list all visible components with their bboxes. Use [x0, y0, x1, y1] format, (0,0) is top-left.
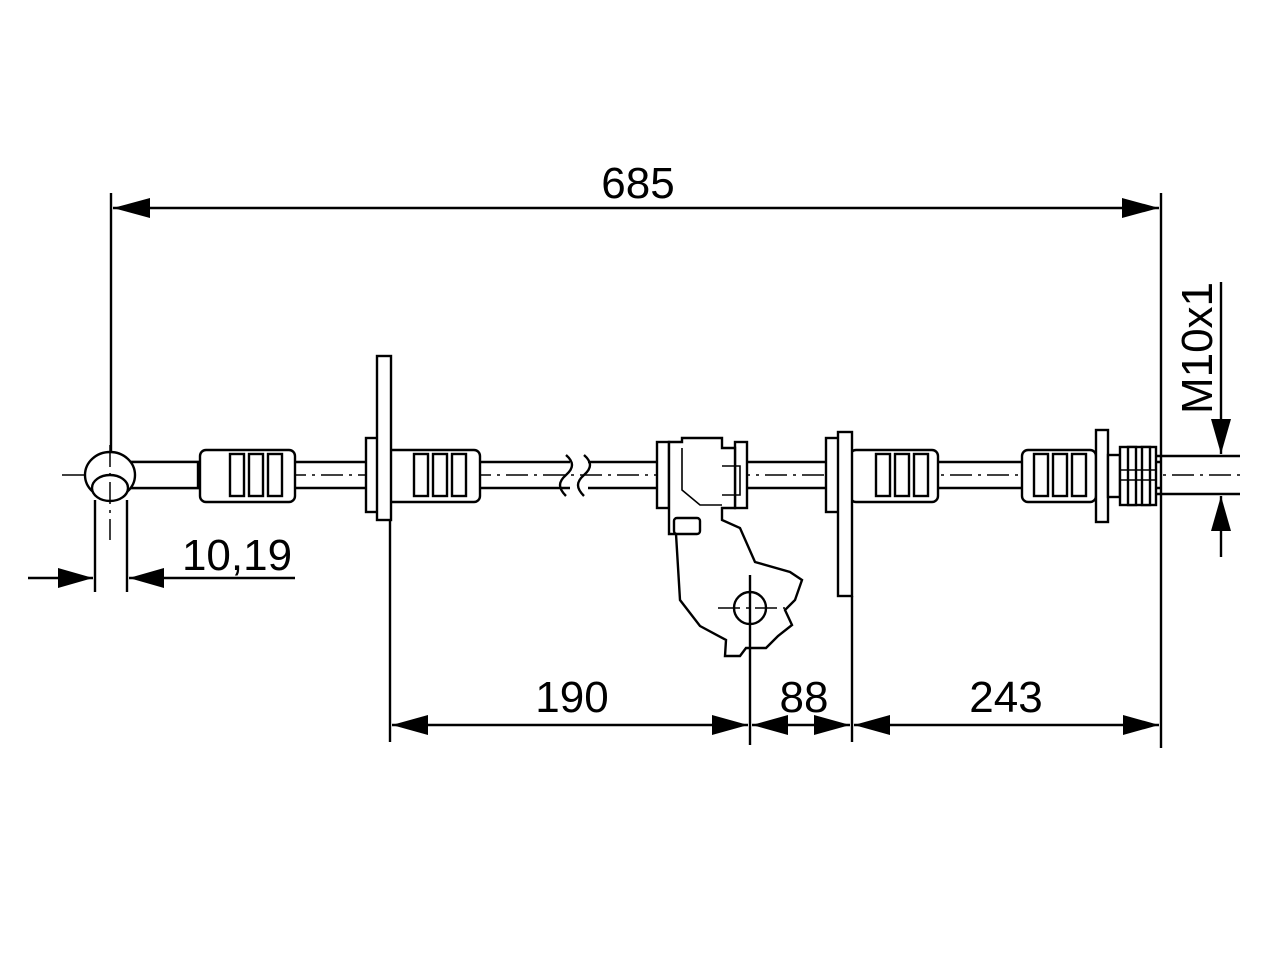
ferrule-right-1 — [848, 448, 940, 504]
segment-2-label: 88 — [780, 673, 829, 722]
ferrule-left-2 — [383, 448, 482, 504]
thread-label: M10x1 — [1173, 282, 1222, 414]
segment-3-label: 243 — [969, 673, 1042, 722]
hose-bracket — [655, 436, 804, 658]
mounting-plate-right — [824, 430, 854, 598]
overall-length-label: 685 — [601, 159, 674, 208]
thread-dimension: M10x1 — [1173, 282, 1231, 557]
banjo-eye-fitting — [83, 445, 200, 592]
overall-length-dimension: 685 — [109, 159, 1163, 748]
segment-dimensions: 190 88 243 — [388, 520, 1159, 742]
threaded-end-fitting — [1094, 428, 1240, 524]
mounting-plate-left — [364, 354, 393, 522]
ferrule-right-2 — [1020, 448, 1098, 504]
eye-bore-label: 10,19 — [182, 531, 292, 580]
eye-bore-dimension: 10,19 — [28, 531, 295, 588]
ferrule-left-1 — [198, 448, 297, 504]
segment-1-label: 190 — [535, 673, 608, 722]
